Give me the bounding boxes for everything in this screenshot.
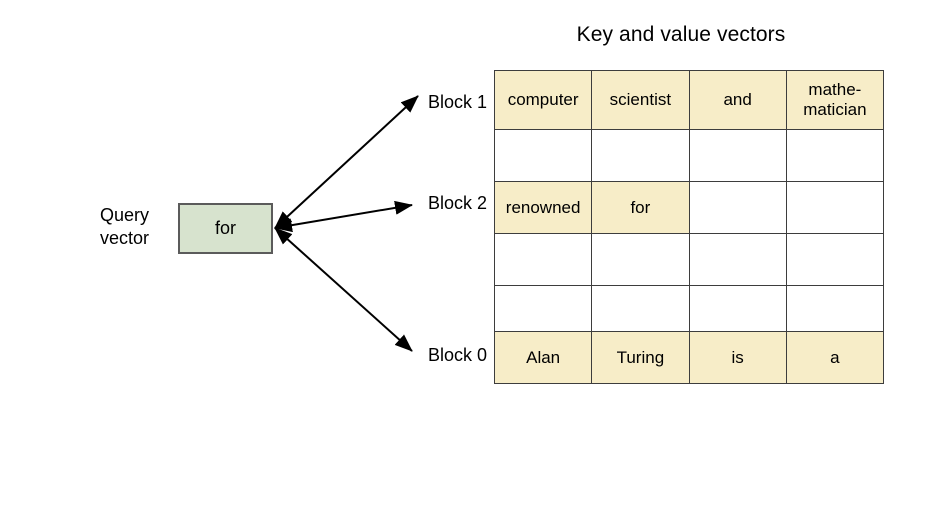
table-cell-empty[interactable] bbox=[785, 129, 885, 182]
table-cell-empty[interactable] bbox=[591, 285, 690, 332]
table-cell-empty[interactable] bbox=[493, 129, 593, 182]
table-cell-computer[interactable]: computer bbox=[493, 70, 593, 130]
table-row: computer scientist and mathe-matician bbox=[493, 70, 885, 130]
key-value-vectors-table: computer scientist and mathe-matician re… bbox=[493, 70, 885, 384]
table-cell-is[interactable]: is bbox=[688, 331, 787, 384]
table-cell-for[interactable]: for bbox=[591, 181, 690, 234]
table-cell-empty[interactable] bbox=[688, 285, 787, 332]
query-vector-token: for bbox=[214, 218, 236, 238]
table-row bbox=[493, 233, 885, 286]
block-label-block-0: Block 0 bbox=[427, 345, 487, 365]
table-row bbox=[493, 285, 885, 332]
table-cell-empty[interactable] bbox=[493, 233, 593, 286]
table-cell-turing[interactable]: Turing bbox=[591, 331, 690, 384]
table-cell-empty[interactable] bbox=[591, 233, 690, 286]
table-cell-alan[interactable]: Alan bbox=[493, 331, 593, 384]
query-vector-label: Query vector bbox=[100, 204, 172, 250]
table-cell-empty[interactable] bbox=[785, 285, 885, 332]
table-row bbox=[493, 129, 885, 182]
table-row: renowned for bbox=[493, 181, 885, 234]
table-cell-empty[interactable] bbox=[688, 233, 787, 286]
table-cell-empty[interactable] bbox=[785, 233, 885, 286]
arrow-to-block-0 bbox=[274, 227, 413, 352]
table-cell-and[interactable]: and bbox=[688, 70, 787, 130]
block-label-block-2: Block 2 bbox=[427, 193, 487, 213]
table-cell-renowned[interactable]: renowned bbox=[493, 181, 593, 234]
query-vector-label-line2: vector bbox=[100, 228, 150, 248]
table-cell-empty[interactable] bbox=[688, 181, 787, 234]
table-body: computer scientist and mathe-matician re… bbox=[493, 70, 885, 384]
query-vector-label-line1: Query bbox=[100, 205, 150, 225]
table-cell-a[interactable]: a bbox=[785, 331, 885, 384]
table-cell-empty[interactable] bbox=[688, 129, 787, 182]
table-row: Alan Turing is a bbox=[493, 331, 885, 384]
query-vector-box[interactable]: for bbox=[178, 203, 273, 254]
block-label-block-1: Block 1 bbox=[427, 92, 487, 112]
table-cell-scientist[interactable]: scientist bbox=[591, 70, 690, 130]
page-title: Key and value vectors bbox=[576, 23, 786, 46]
table-cell-mathe-matician[interactable]: mathe-matician bbox=[785, 70, 885, 130]
table-cell-empty[interactable] bbox=[591, 129, 690, 182]
table-cell-empty[interactable] bbox=[493, 285, 593, 332]
table-cell-empty[interactable] bbox=[785, 181, 885, 234]
